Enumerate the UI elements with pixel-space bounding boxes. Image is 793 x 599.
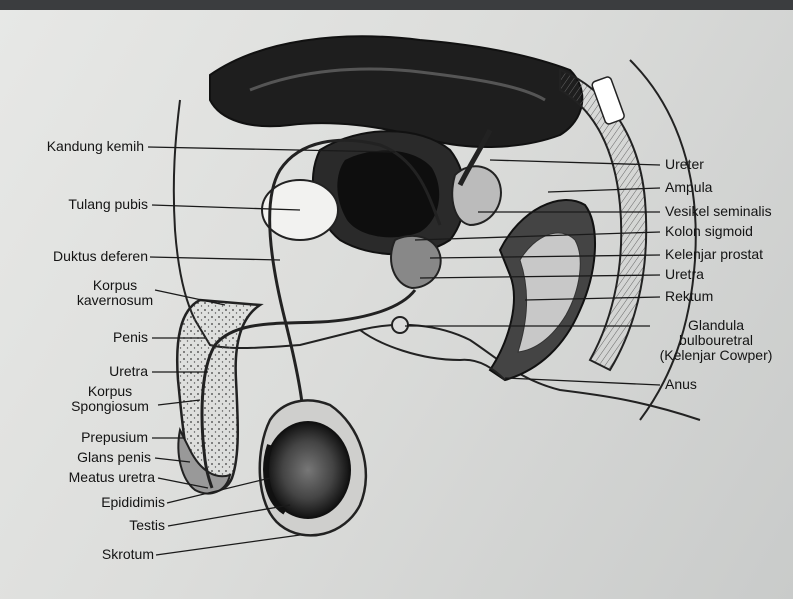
label-korpus-kavernosum-line2: kavernosum <box>70 293 160 308</box>
label-korpus-spongiosum-line2: Spongiosum <box>60 399 160 414</box>
label-glandula-bulbouretral: Glandula bulbouretral (Kelenjar Cowper) <box>652 318 780 363</box>
label-kandung-kemih: Kandung kemih <box>47 139 144 154</box>
label-meatus-uretra: Meatus uretra <box>69 470 155 485</box>
label-testis: Testis <box>129 518 165 533</box>
rectum-lumen <box>518 233 580 352</box>
label-korpus-spongiosum: Korpus Spongiosum <box>60 384 160 414</box>
label-duktus-deferen: Duktus deferen <box>53 249 148 264</box>
label-korpus-kavernosum: Korpus kavernosum <box>70 278 160 308</box>
label-uretra-left: Uretra <box>109 364 148 379</box>
label-rektum: Rektum <box>665 289 713 304</box>
label-penis: Penis <box>113 330 148 345</box>
label-korpus-kavernosum-line1: Korpus <box>70 278 160 293</box>
label-uretra-right: Uretra <box>665 267 704 282</box>
label-glans-penis: Glans penis <box>77 450 151 465</box>
label-glandula-line2: bulbouretral <box>652 333 780 348</box>
label-ampula: Ampula <box>665 180 712 195</box>
label-vesikel-seminalis: Vesikel seminalis <box>665 204 772 219</box>
label-glandula-line3: (Kelenjar Cowper) <box>652 348 780 363</box>
label-glandula-line1: Glandula <box>652 318 780 333</box>
bladder-lumen <box>337 151 439 238</box>
leader-duktus-deferen <box>150 257 280 260</box>
label-epididimis: Epididimis <box>101 495 165 510</box>
seminal-vesicle <box>452 166 501 225</box>
label-tulang-pubis: Tulang pubis <box>68 197 148 212</box>
perineum-skin <box>360 330 505 380</box>
bulbourethral-gland <box>392 317 408 333</box>
label-prepusium: Prepusium <box>81 430 148 445</box>
label-kolon-sigmoid: Kolon sigmoid <box>665 224 753 239</box>
label-korpus-spongiosum-line1: Korpus <box>60 384 160 399</box>
page-edge <box>0 0 793 10</box>
label-ureter: Ureter <box>665 157 704 172</box>
label-skrotum: Skrotum <box>102 547 154 562</box>
leader-anus <box>505 378 660 385</box>
label-anus: Anus <box>665 377 697 392</box>
leader-korpus-kavernosum <box>155 290 225 305</box>
label-kelenjar-prostat: Kelenjar prostat <box>665 247 763 262</box>
prostate <box>391 236 441 288</box>
leader-skrotum <box>156 535 300 555</box>
